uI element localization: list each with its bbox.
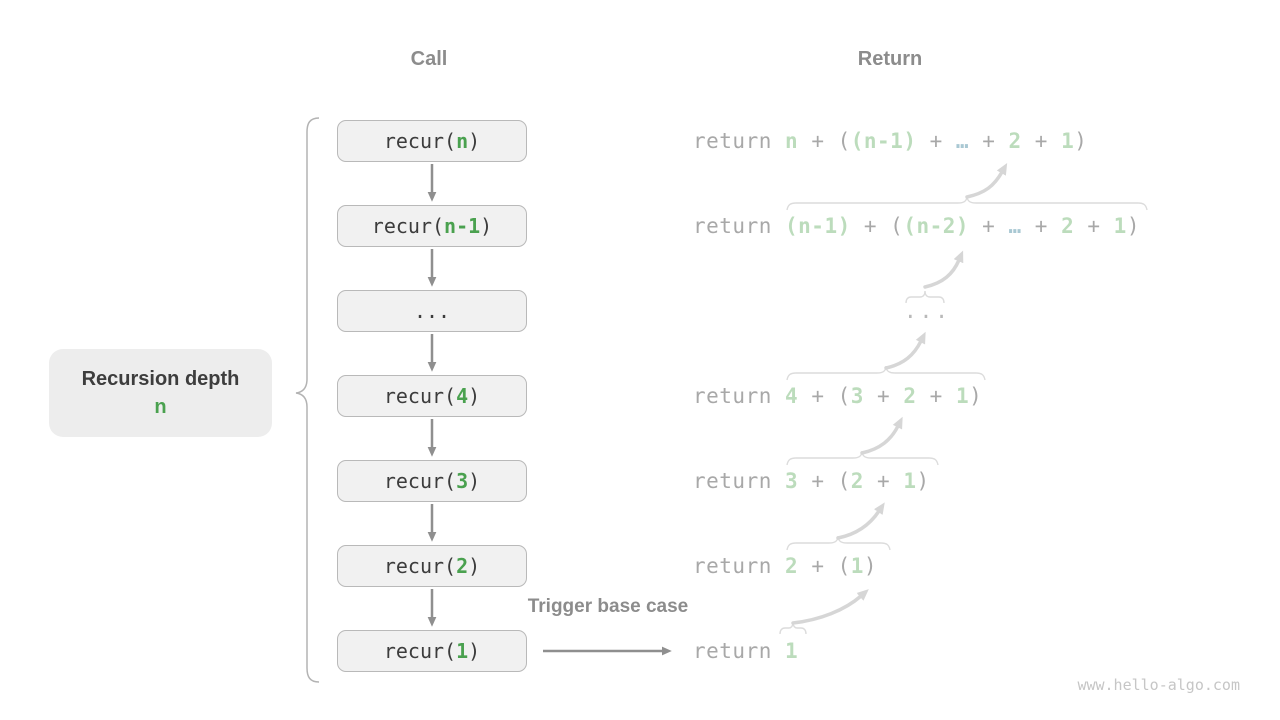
return-column-header: Return bbox=[857, 48, 923, 70]
return-merge-arrow bbox=[860, 416, 903, 455]
return-merge-arrow bbox=[965, 162, 1008, 199]
call-box-2: ... bbox=[337, 290, 527, 332]
code-token: ... bbox=[413, 299, 451, 323]
code-token: 1 bbox=[456, 639, 469, 663]
code-token: 4 bbox=[785, 384, 799, 408]
code-token: + bbox=[1074, 214, 1114, 238]
code-token: return bbox=[693, 469, 786, 493]
code-token: ) bbox=[1126, 214, 1140, 238]
code-token: 3 bbox=[456, 469, 469, 493]
code-token: return bbox=[693, 554, 786, 578]
watermark: www.hello-algo.com bbox=[1077, 676, 1240, 694]
return-row-1: return (n-1) + ((n-2) + … + 2 + 1) bbox=[693, 212, 1140, 240]
code-token: + ( bbox=[850, 214, 904, 238]
code-token: + bbox=[863, 469, 904, 493]
code-token: 1 bbox=[785, 639, 799, 663]
return-merge-arrow bbox=[884, 331, 926, 370]
code-token: n bbox=[785, 129, 799, 153]
code-token: 2 bbox=[850, 469, 864, 493]
code-token: 2 bbox=[456, 554, 469, 578]
code-token: 2 bbox=[903, 384, 917, 408]
code-token: (n-1) bbox=[850, 129, 917, 153]
code-token: 1 bbox=[850, 554, 864, 578]
return-row-6: return 1 bbox=[693, 637, 798, 665]
code-token: return bbox=[693, 214, 786, 238]
return-row-2: ... bbox=[904, 297, 951, 325]
return-merge-arrow bbox=[836, 502, 885, 540]
code-token: + bbox=[969, 129, 1009, 153]
code-token: 1 bbox=[1061, 129, 1075, 153]
return-brace bbox=[786, 195, 1148, 211]
code-token: + bbox=[916, 384, 956, 408]
code-token: + bbox=[969, 214, 1009, 238]
code-token: ... bbox=[904, 299, 951, 323]
return-brace bbox=[786, 365, 986, 381]
code-token: ) bbox=[969, 384, 983, 408]
code-token: + bbox=[1021, 214, 1062, 238]
code-token: + ( bbox=[798, 554, 851, 578]
return-brace bbox=[786, 535, 891, 551]
code-token: + bbox=[863, 384, 904, 408]
code-token: ) bbox=[863, 554, 878, 578]
trigger-base-case-label: Trigger base case bbox=[527, 596, 689, 617]
code-token: ) bbox=[468, 469, 481, 493]
return-row-0: return n + ((n-1) + … + 2 + 1) bbox=[693, 127, 1087, 155]
code-token: 2 bbox=[785, 554, 799, 578]
code-token: recur( bbox=[383, 384, 457, 408]
recursion-depth-text: Recursion depth bbox=[81, 367, 240, 390]
code-token: ) bbox=[1074, 129, 1088, 153]
return-row-3: return 4 + (3 + 2 + 1) bbox=[693, 382, 982, 410]
recursion-depth-brace bbox=[295, 117, 320, 683]
return-brace bbox=[786, 450, 939, 466]
code-token: ) bbox=[468, 384, 481, 408]
call-column-header: Call bbox=[410, 48, 448, 70]
code-token: 3 bbox=[785, 469, 799, 493]
return-row-5: return 2 + (1) bbox=[693, 552, 877, 580]
code-token: n bbox=[456, 129, 469, 153]
code-token: + ( bbox=[798, 129, 851, 153]
code-token: + ( bbox=[798, 469, 851, 493]
code-token: ) bbox=[468, 129, 481, 153]
code-token: return bbox=[693, 129, 786, 153]
code-token: ) bbox=[480, 214, 493, 238]
code-token: 2 bbox=[1008, 129, 1022, 153]
call-box-1: recur(n-1) bbox=[337, 205, 527, 247]
code-token: recur( bbox=[383, 554, 457, 578]
code-token: return bbox=[693, 384, 786, 408]
call-box-3: recur(4) bbox=[337, 375, 527, 417]
return-row-4: return 3 + (2 + 1) bbox=[693, 467, 930, 495]
code-token: + bbox=[916, 129, 956, 153]
call-box-4: recur(3) bbox=[337, 460, 527, 502]
code-token: … bbox=[955, 129, 970, 153]
code-token: 3 bbox=[850, 384, 864, 408]
return-merge-arrow bbox=[791, 589, 869, 625]
code-token: + bbox=[1021, 129, 1062, 153]
code-token: ) bbox=[468, 639, 481, 663]
return-brace bbox=[779, 622, 807, 635]
code-token: + ( bbox=[798, 384, 851, 408]
code-token: recur( bbox=[383, 129, 457, 153]
code-token: recur( bbox=[371, 214, 445, 238]
call-box-0: recur(n) bbox=[337, 120, 527, 162]
code-token: 4 bbox=[456, 384, 469, 408]
call-box-5: recur(2) bbox=[337, 545, 527, 587]
code-token: n-1 bbox=[444, 214, 481, 238]
code-token: 2 bbox=[1061, 214, 1075, 238]
recursion-depth-label: Recursion depth n bbox=[49, 349, 272, 437]
code-token: recur( bbox=[383, 639, 457, 663]
code-token: (n-2) bbox=[903, 214, 970, 238]
recursion-depth-value: n bbox=[154, 395, 167, 418]
call-box-6: recur(1) bbox=[337, 630, 527, 672]
code-token: … bbox=[1008, 214, 1022, 238]
return-merge-arrow bbox=[923, 250, 964, 289]
code-token: ) bbox=[916, 469, 930, 493]
code-token: 1 bbox=[955, 384, 970, 408]
code-token: 1 bbox=[1113, 214, 1127, 238]
code-token: ) bbox=[468, 554, 481, 578]
code-token: recur( bbox=[383, 469, 457, 493]
code-token: 1 bbox=[903, 469, 917, 493]
code-token: return bbox=[693, 639, 786, 663]
code-token: (n-1) bbox=[785, 214, 851, 238]
